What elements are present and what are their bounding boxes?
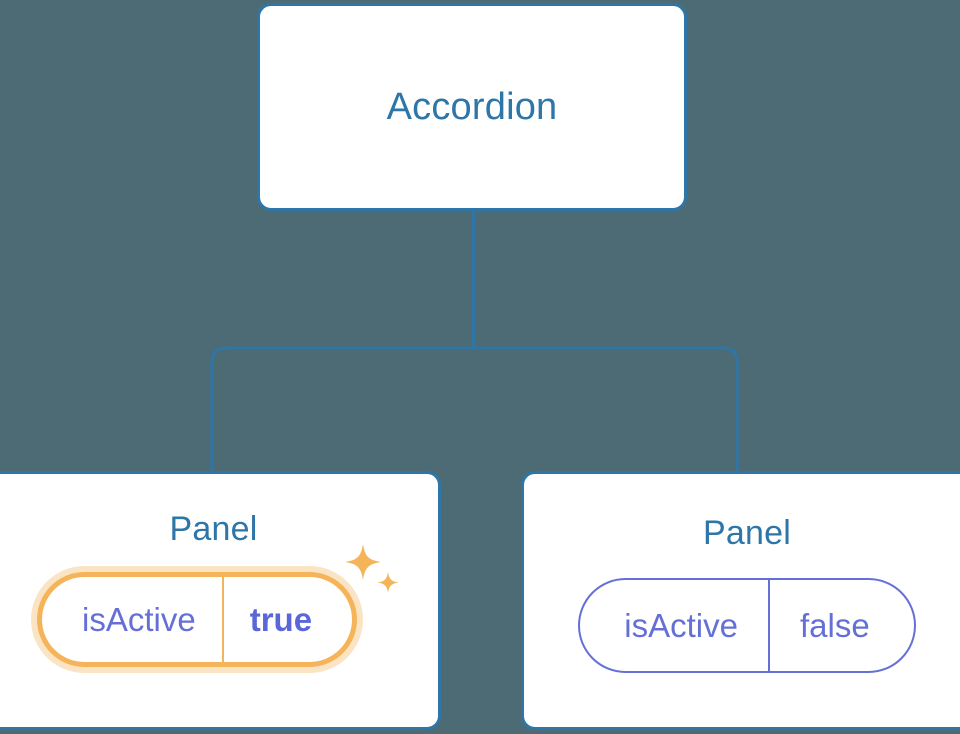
sparkle-icon <box>345 544 399 593</box>
prop-key: isActive <box>624 606 738 644</box>
prop-key: isActive <box>82 600 196 638</box>
node-panel-left[interactable]: Panel isActive true <box>0 471 441 730</box>
node-title: Accordion <box>386 86 558 128</box>
prop-value: false <box>767 580 914 671</box>
node-title: Panel <box>703 514 791 552</box>
node-title: Panel <box>169 510 258 548</box>
prop-pill-isactive-false[interactable]: isActive false <box>578 578 916 673</box>
prop-pill-wrapper: isActive true <box>37 544 399 667</box>
node-accordion[interactable]: Accordion <box>257 3 687 211</box>
prop-pill-wrapper: isActive false <box>578 578 916 673</box>
edge-root-to-panel-left <box>210 346 474 474</box>
node-panel-right[interactable]: Panel isActive false <box>521 471 960 730</box>
prop-pill-isactive-true[interactable]: isActive true <box>37 572 358 667</box>
prop-value: true <box>221 577 352 662</box>
edge-root-to-panel-right <box>473 346 739 474</box>
